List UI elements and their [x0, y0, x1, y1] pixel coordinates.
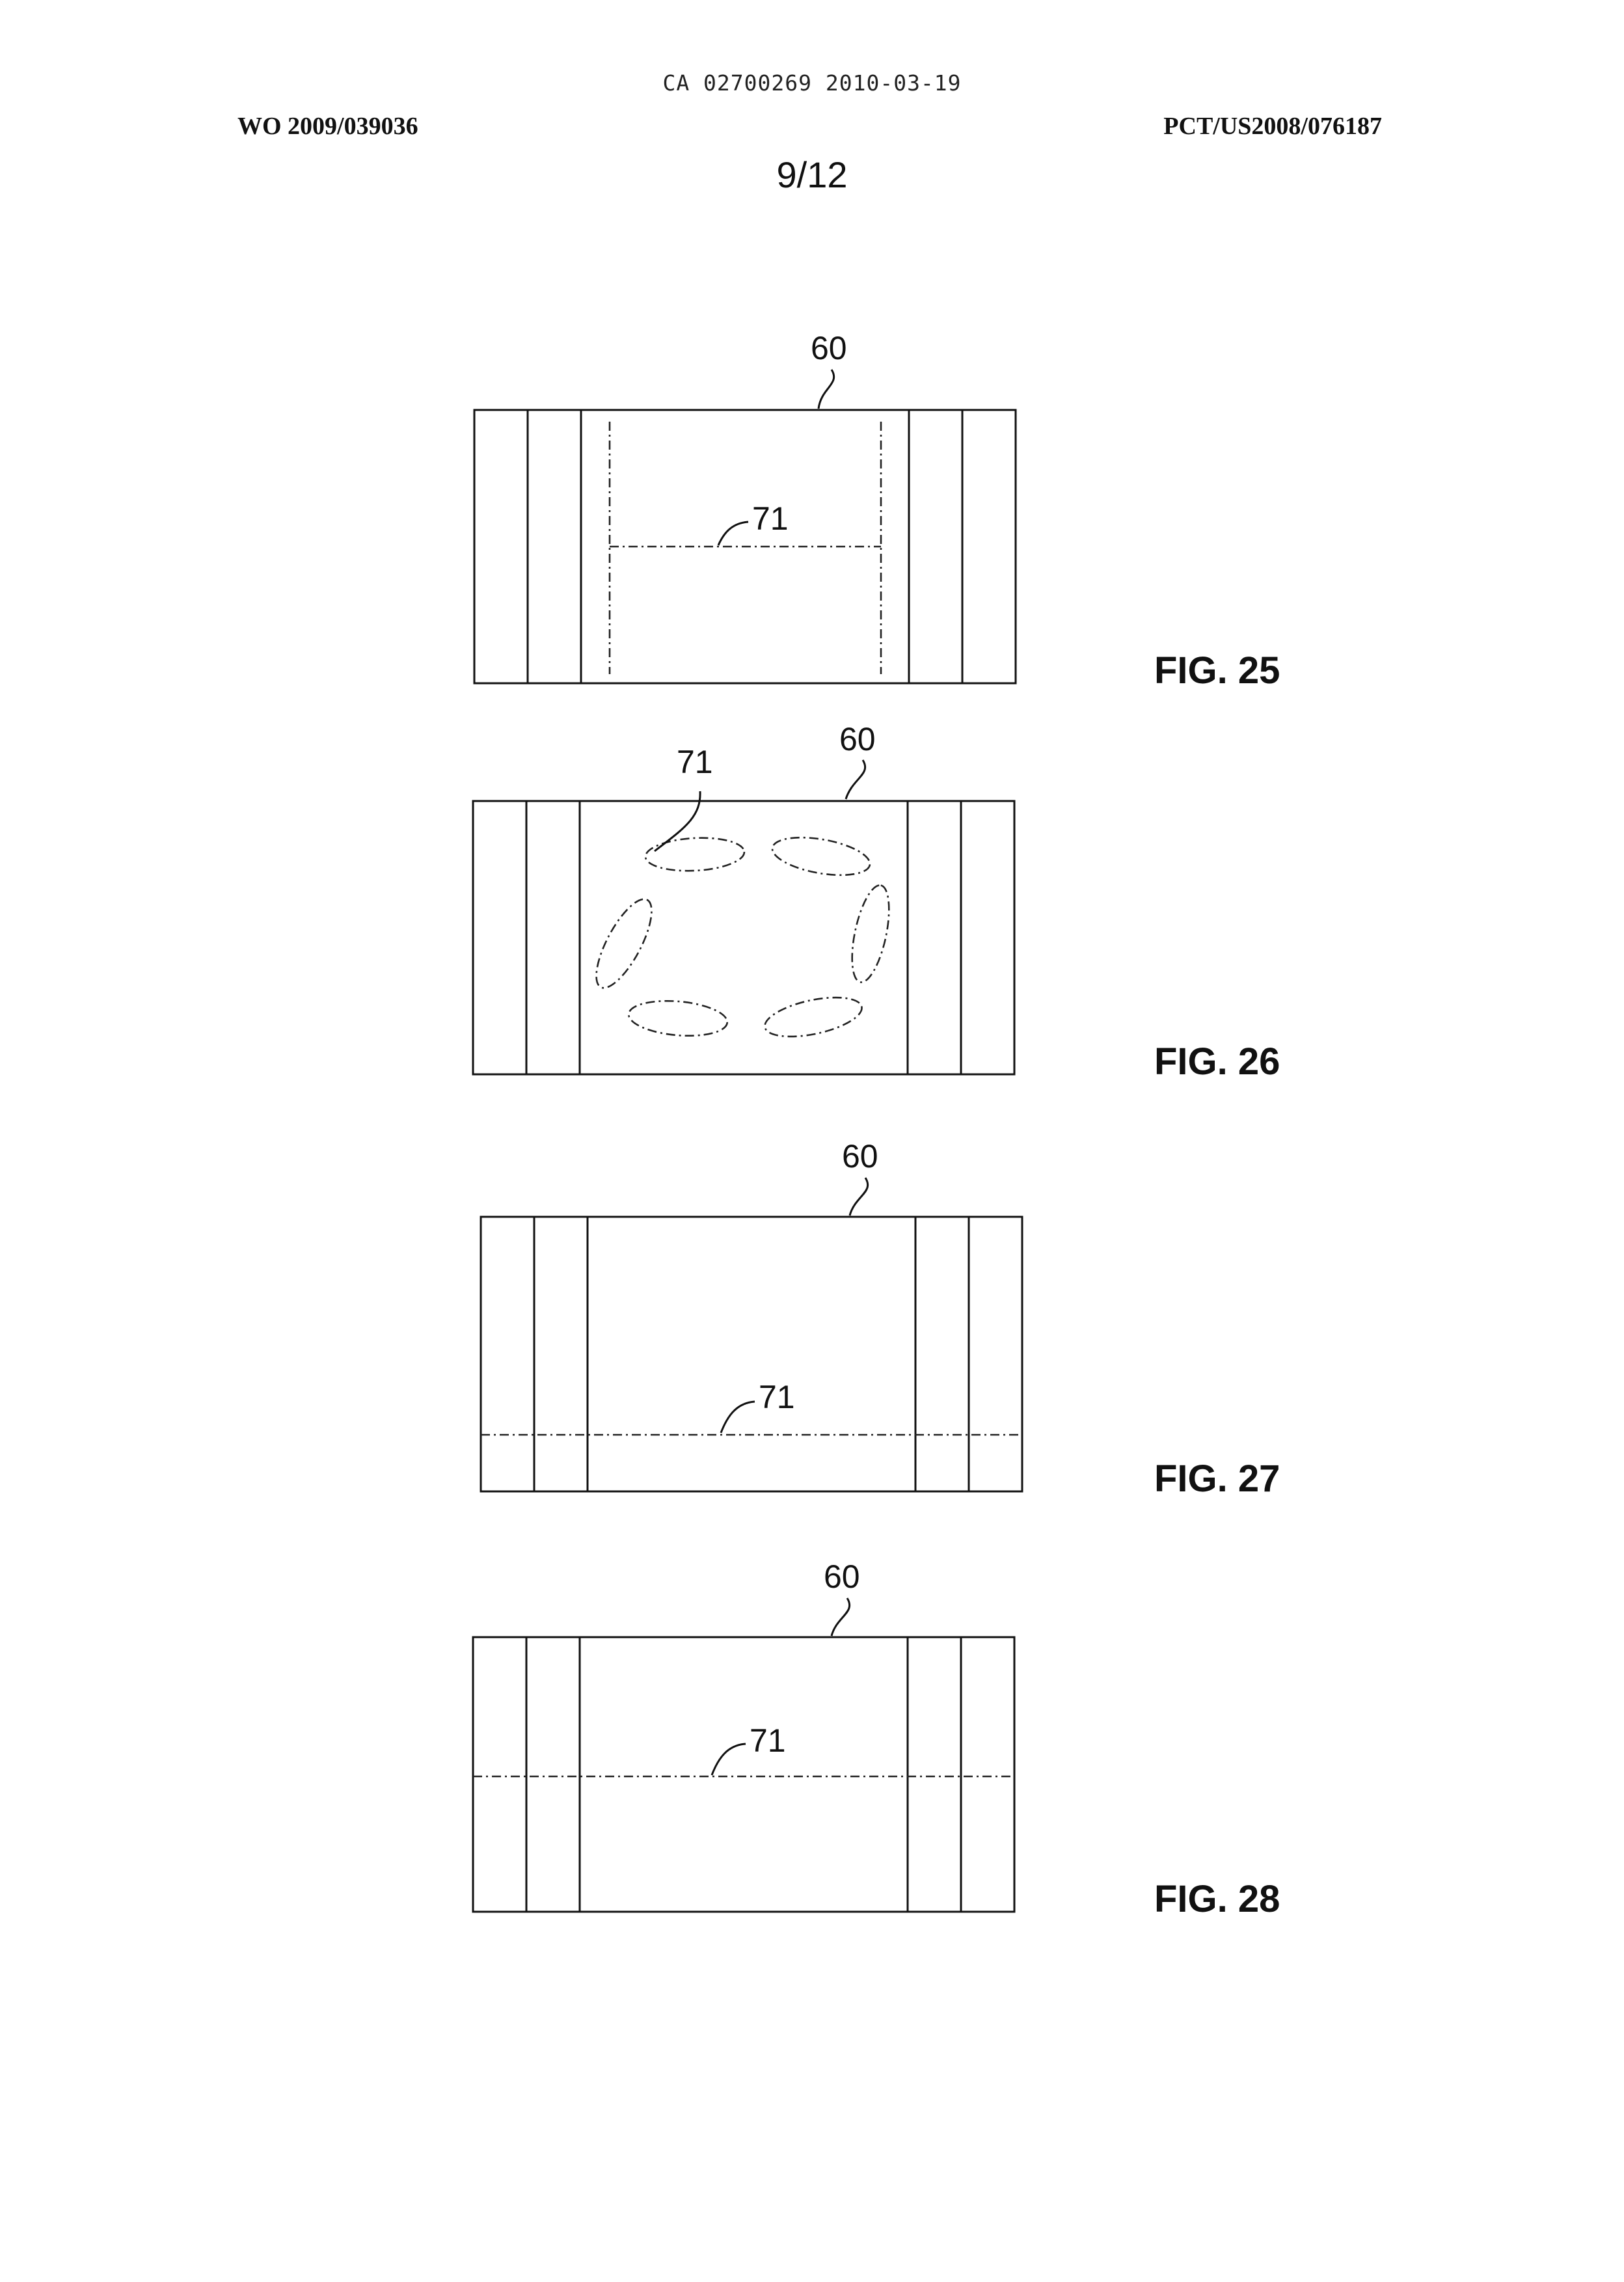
- fig27-ref-71-leader: [721, 1402, 755, 1433]
- fig28-label: FIG. 28: [1154, 1878, 1280, 1920]
- fig25-ref-71: 71: [752, 500, 789, 537]
- fig26-perforation-4: [761, 990, 865, 1044]
- fig26-label: FIG. 26: [1154, 1040, 1280, 1083]
- fig25-ref-71-leader: [718, 522, 748, 545]
- fig28-ref-71: 71: [750, 1722, 786, 1759]
- fig26-perforation-1: [645, 835, 745, 873]
- fig28-outer-frame: [473, 1637, 1014, 1912]
- fig28-ref-71-leader: [712, 1744, 746, 1775]
- fig25-ref-60: 60: [811, 330, 847, 366]
- fig26-ref-60-leader: [846, 760, 865, 799]
- fig26-ref-60: 60: [839, 721, 876, 757]
- fig27-outer-frame: [481, 1217, 1022, 1491]
- fig26-perforation-3: [845, 882, 897, 986]
- fig27-ref-60-leader: [850, 1178, 868, 1216]
- fig26-outer-frame: [473, 801, 1014, 1074]
- fig28-ref-60: 60: [824, 1558, 860, 1595]
- fig25-label: FIG. 25: [1154, 649, 1280, 692]
- figure-27: 60 71 FIG. 27: [481, 1138, 1280, 1500]
- figure-26: 60 71 FIG. 26: [473, 721, 1280, 1083]
- fig27-ref-60: 60: [842, 1138, 878, 1175]
- figure-28: 60 71 FIG. 28: [473, 1558, 1280, 1920]
- fig26-perforation-6: [586, 892, 662, 996]
- fig26-perforation-2: [770, 831, 873, 882]
- fig27-label: FIG. 27: [1154, 1458, 1280, 1500]
- figure-25: 60 71 FIG. 25: [474, 330, 1280, 692]
- fig26-ref-71: 71: [677, 744, 713, 780]
- fig27-ref-71: 71: [759, 1379, 795, 1415]
- fig25-ref-60-leader: [819, 370, 834, 409]
- fig28-ref-60-leader: [832, 1598, 850, 1636]
- fig26-perforation-5: [627, 997, 729, 1039]
